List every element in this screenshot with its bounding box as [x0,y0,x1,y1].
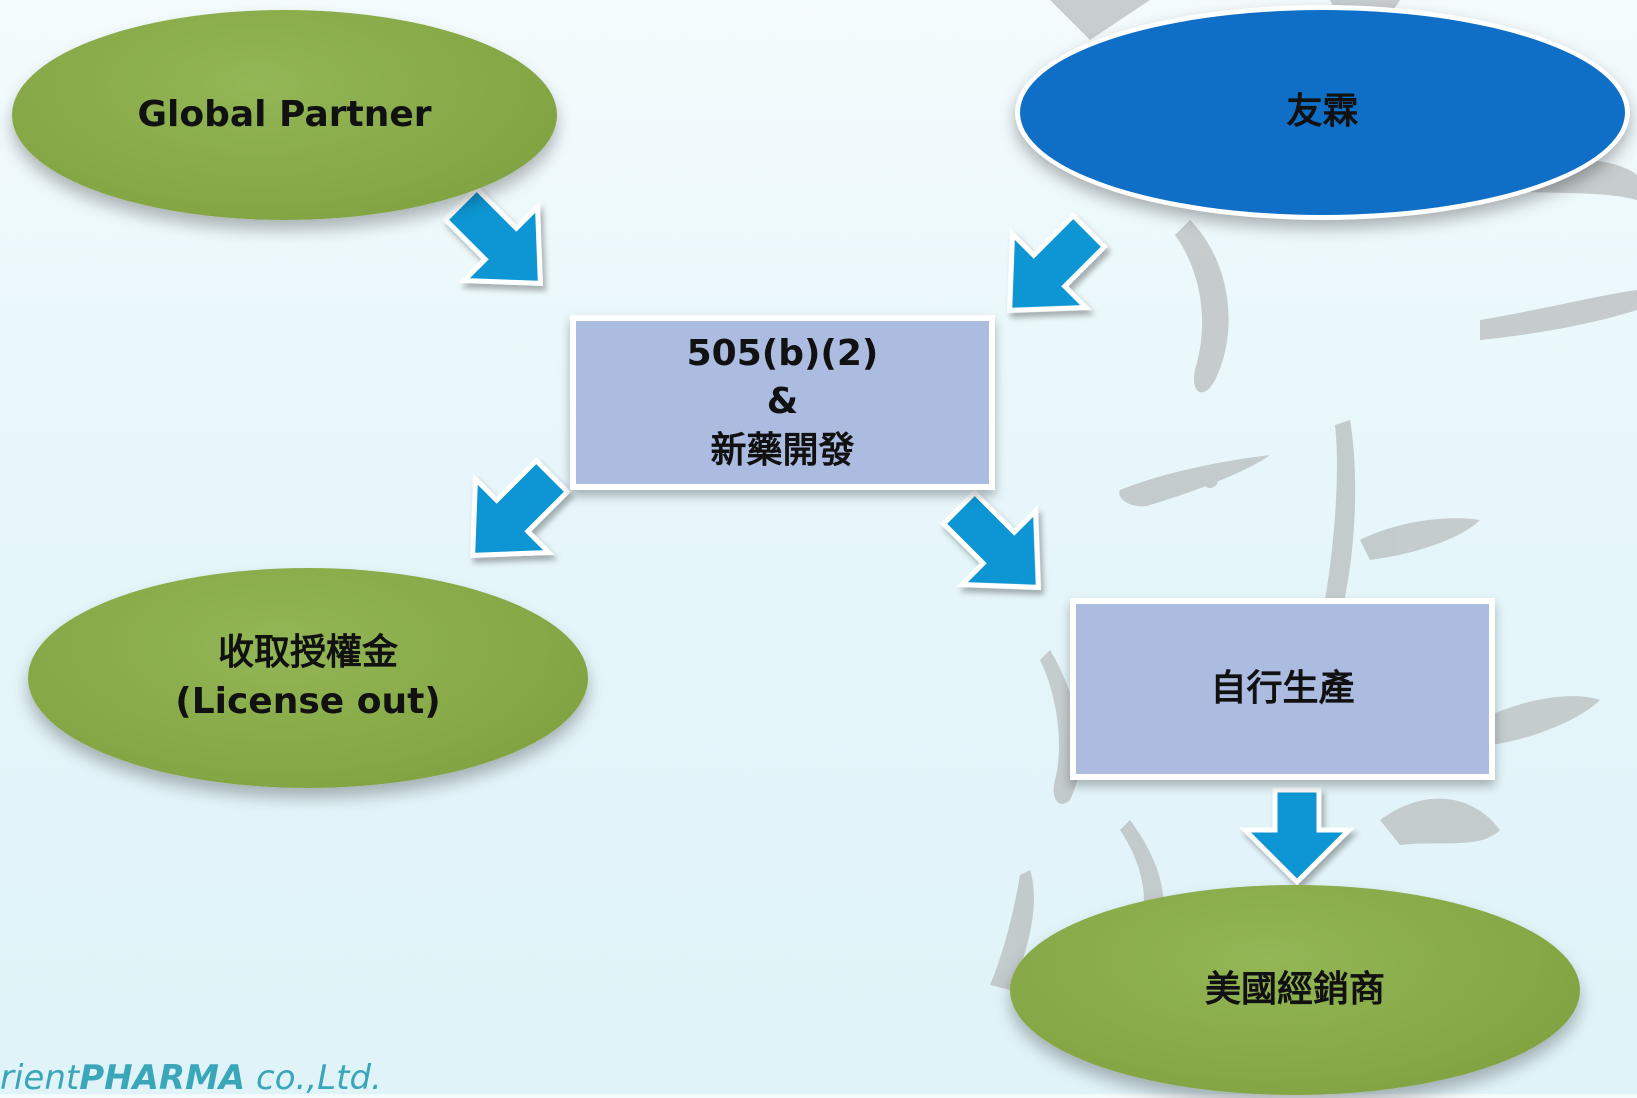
drug-development-box: 505(b)(2) & 新藥開發 [570,315,995,490]
us-distributor-node: 美國經銷商 [1010,885,1580,1095]
logo-brand: PHARMA [79,1058,246,1098]
global-partner-node: Global Partner [12,10,557,220]
self-production-box: 自行生產 [1070,598,1495,780]
center-line-1: 505(b)(2) [686,332,879,374]
center-line-2: & [766,381,799,423]
self-production-label: 自行生產 [1210,667,1355,709]
license-out-node: 收取授權金 (License out) [28,568,588,788]
license-line-1: 收取授權金 [217,632,398,674]
logo-suffix: co.,Ltd. [245,1058,382,1098]
license-line-2: (License out) [175,681,441,722]
company-logo: rientPHARMA co.,Ltd. [0,1058,382,1098]
logo-prefix: rient [0,1058,80,1098]
youlin-node: 友霖 [1015,5,1630,220]
center-line-3: 新藥開發 [710,429,855,471]
global-partner-label: Global Partner [137,93,432,135]
youlin-label: 友霖 [1286,91,1359,133]
us-distributor-label: 美國經銷商 [1204,968,1385,1010]
